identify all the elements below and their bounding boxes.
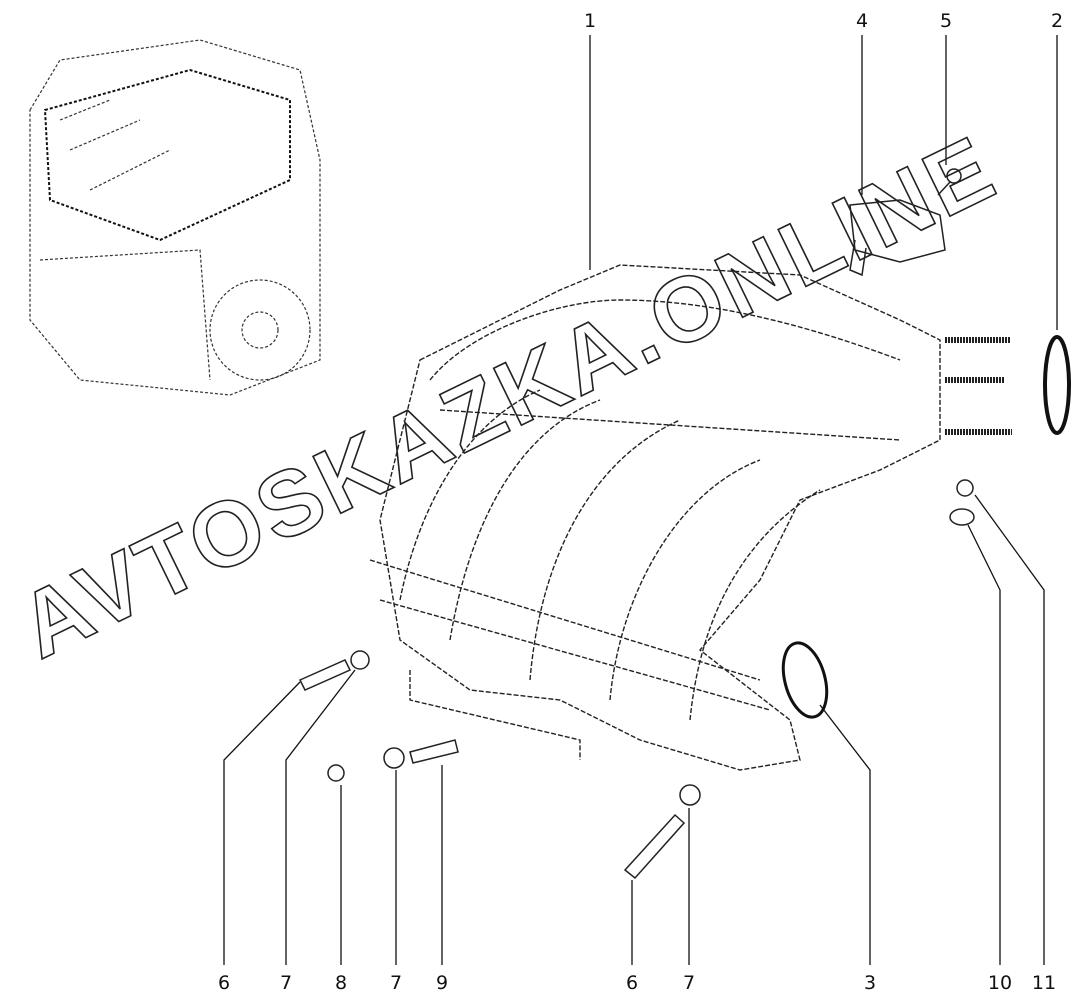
engine-thumbnail xyxy=(29,39,321,396)
callout-11: 11 xyxy=(1031,972,1057,994)
callout-6: 6 xyxy=(217,972,231,994)
studs xyxy=(945,337,1012,435)
sensor-part-4 xyxy=(849,199,946,277)
leader-lines xyxy=(223,35,1058,965)
callout-10: 10 xyxy=(987,972,1013,994)
fasteners xyxy=(298,479,975,880)
callout-9: 9 xyxy=(435,972,449,994)
gasket-part-2 xyxy=(1043,335,1071,435)
callout-3: 3 xyxy=(863,972,877,994)
callout-4: 4 xyxy=(855,10,869,32)
callout-6: 6 xyxy=(625,972,639,994)
intake-manifold xyxy=(369,264,941,771)
callout-1: 1 xyxy=(583,10,597,32)
callout-7: 7 xyxy=(279,972,293,994)
screw-part-5 xyxy=(937,168,962,196)
callout-5: 5 xyxy=(939,10,953,32)
callout-7: 7 xyxy=(389,972,403,994)
gasket-part-3 xyxy=(781,641,829,719)
watermark: AVTOSKAZKA.ONLINE xyxy=(4,117,1012,678)
callout-8: 8 xyxy=(334,972,348,994)
callout-2: 2 xyxy=(1050,10,1064,32)
callout-7: 7 xyxy=(682,972,696,994)
